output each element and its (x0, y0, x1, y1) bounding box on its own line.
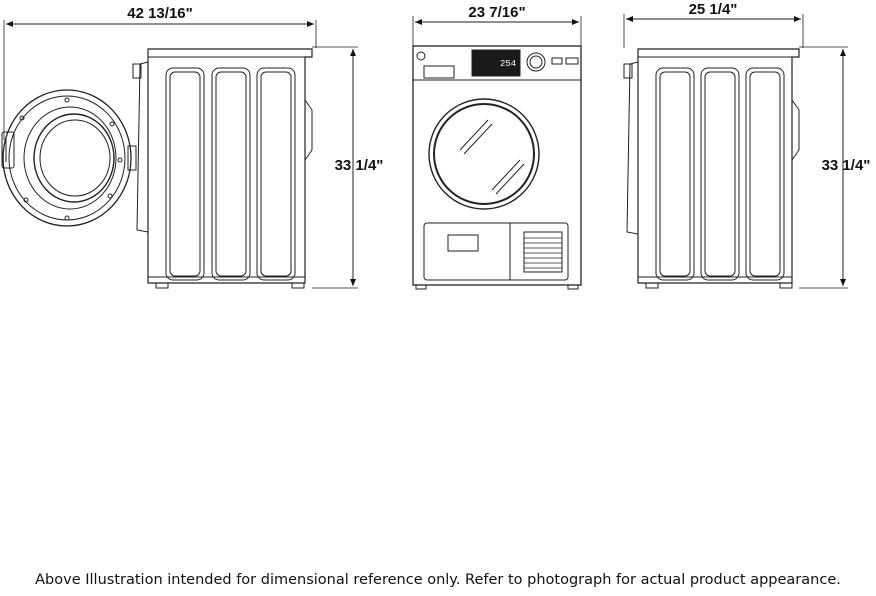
height-open-label: 33 1/4" (335, 157, 384, 174)
disclaimer-note: Above Illustration intended for dimensio… (35, 572, 841, 588)
side-view (623, 14, 848, 289)
side-view-door-open (1, 20, 358, 289)
height-label: 33 1/4" (822, 157, 871, 174)
front-view: 254 (412, 16, 582, 290)
width-label: 23 7/16" (468, 4, 525, 21)
depth-open-label: 42 13/16" (127, 5, 193, 22)
depth-label: 25 1/4" (689, 1, 738, 18)
svg-text:254: 254 (500, 59, 516, 69)
dimension-drawing: 42 13/16" 33 1/4" 254 (1, 1, 871, 290)
